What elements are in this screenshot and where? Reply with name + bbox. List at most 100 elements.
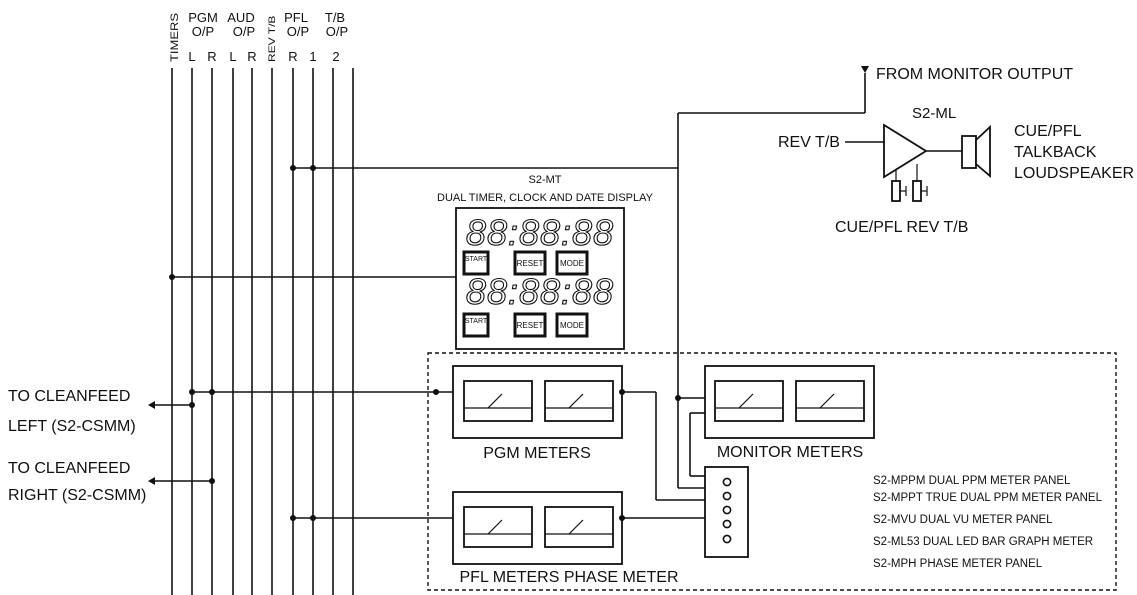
selector-led-2 <box>722 491 732 501</box>
bus-label-pfl-op: O/P <box>287 24 309 39</box>
pfl-meter-1 <box>463 506 533 548</box>
pfl-r-dot <box>290 515 296 521</box>
selector-led-5 <box>722 534 732 544</box>
s2-mt-label: S2-MT <box>529 174 562 186</box>
timer-description: DUAL TIMER, CLOCK AND DATE DISPLAY <box>437 192 654 204</box>
timer-display-2: 88:88:88 <box>466 271 614 312</box>
cleanfeed-right-arrow-icon <box>148 477 155 485</box>
rev-tb-input-label: REV T/B <box>778 134 840 151</box>
pfl-meter-2 <box>544 506 614 548</box>
pgm-out-dot <box>619 389 625 395</box>
controls-label: CUE/PFL REV T/B <box>835 219 968 236</box>
panel-item-mvu: S2-MVU DUAL VU METER PANEL <box>873 514 1053 526</box>
pgm-meter-1-needle <box>487 393 503 409</box>
pfl-1-dot <box>310 515 316 521</box>
pfl-meters-label: PFL METERS PHASE METER <box>460 569 679 586</box>
bus-label-r1: R <box>207 49 216 64</box>
bus-label-pfl: PFL <box>284 10 308 25</box>
start-label-1: START <box>465 256 488 263</box>
panel-list: S2-MPPM DUAL PPM METER PANEL S2-MPPT TRU… <box>873 475 1103 570</box>
timer-junction-dot <box>169 274 175 280</box>
meter-selector <box>704 466 749 558</box>
mode-label-1: MODE <box>560 259 584 268</box>
selector-led-4 <box>722 519 732 529</box>
bus-lines <box>171 68 354 595</box>
monitor-section: FROM MONITOR OUTPUT S2-ML REV T/B CUE/PF… <box>677 66 1134 398</box>
bus-label-aud-op: O/P <box>233 24 255 39</box>
cleanfeed-left-line1: TO CLEANFEED <box>8 388 130 405</box>
monitor-meters: MONITOR METERS <box>675 365 875 489</box>
pgm-meter-2 <box>544 380 614 422</box>
cleanfeed-section: TO CLEANFEED LEFT (S2-CSMM) TO CLEANFEED… <box>8 388 215 504</box>
timer-section: S2-MT DUAL TIMER, CLOCK AND DATE DISPLAY… <box>169 174 654 350</box>
bus-label-n2: 2 <box>332 49 339 64</box>
from-monitor-output-label: FROM MONITOR OUTPUT <box>876 66 1073 83</box>
bus-label-pgm: PGM <box>188 10 218 25</box>
pfl-meter-2-needle <box>568 519 584 535</box>
meter-enclosure <box>427 352 1117 591</box>
bus-label-tb-op: O/P <box>326 24 348 39</box>
amplifier-icon <box>883 123 928 179</box>
rev-tb-pot-icon <box>912 180 922 202</box>
start-label-2: START <box>465 318 488 325</box>
pfl-junction-dot <box>290 165 296 171</box>
panel-item-ml53: S2-ML53 DUAL LED BAR GRAPH METER <box>873 536 1093 548</box>
pgm-meters: PGM METERS <box>189 365 705 501</box>
cleanfeed-left-dot <box>189 402 195 408</box>
pfl-meters: PFL METERS PHASE METER <box>290 491 705 586</box>
reset-label-2: RESET <box>517 321 544 330</box>
monitor-meter-2-needle <box>819 393 835 409</box>
monitor-meter-2 <box>795 380 865 422</box>
pgm-meter-2-needle <box>568 393 584 409</box>
bus-label-l1: L <box>188 49 195 64</box>
cue-pfl-pot-icon <box>891 180 901 202</box>
monitor-meter-1 <box>714 380 784 422</box>
pgm-meters-label: PGM METERS <box>483 445 591 462</box>
bus-label-tb: T/B <box>325 10 345 25</box>
panel-item-mph: S2-MPH PHASE METER PANEL <box>873 558 1043 570</box>
selector-led-1 <box>722 477 732 487</box>
speaker-magnet <box>961 135 977 169</box>
speaker-cone-icon <box>975 124 991 178</box>
reset-button-1[interactable] <box>513 250 547 276</box>
cleanfeed-left-arrow-icon <box>148 401 155 409</box>
start-stop-button-2[interactable] <box>462 312 490 338</box>
pfl-out-dot <box>619 515 625 521</box>
cleanfeed-right-dot <box>209 478 215 484</box>
reset-button-2[interactable] <box>513 312 547 338</box>
start-stop-button-1[interactable] <box>462 250 490 276</box>
panel-item-mppt: S2-MPPT TRUE DUAL PPM METER PANEL <box>873 492 1103 504</box>
speaker-label-line2: TALKBACK <box>1014 144 1097 161</box>
bus-label-r2: R <box>247 49 256 64</box>
mode-button-1[interactable] <box>555 250 589 276</box>
bus-label-pgm-op: O/P <box>192 24 214 39</box>
mode-label-2: MODE <box>560 321 584 330</box>
pgm-r-dot <box>209 389 215 395</box>
bus-label-aud: AUD <box>227 10 254 25</box>
speaker-label-line1: CUE/PFL <box>1014 123 1082 140</box>
speaker-label-line3: LOUDSPEAKER <box>1014 165 1134 182</box>
bus-label-l2: L <box>229 49 236 64</box>
pgm-l-dot <box>189 389 195 395</box>
cleanfeed-left-line2: LEFT (S2-CSMM) <box>8 418 136 435</box>
reset-label-1: RESET <box>517 259 544 268</box>
bus-label-timers: TIMERS <box>168 13 181 62</box>
pgm-in-dot <box>433 389 439 395</box>
from-output-arrow-icon <box>861 66 869 73</box>
selector-led-3 <box>722 505 732 515</box>
timer-display-1: 88:88:88 <box>466 212 614 253</box>
bus-label-rev-tb: REV T/B <box>267 16 278 62</box>
pfl-meter-1-needle <box>487 519 503 535</box>
bus-label-n1: 1 <box>309 49 316 64</box>
monitor-meters-label: MONITOR METERS <box>717 444 863 461</box>
panel-item-mppm: S2-MPPM DUAL PPM METER PANEL <box>873 475 1071 487</box>
mode-button-2[interactable] <box>555 312 589 338</box>
monitor-meter-1-needle <box>738 393 754 409</box>
tb-junction-dot <box>310 165 316 171</box>
pgm-meter-1 <box>463 380 533 422</box>
s2-ml-label: S2-ML <box>912 105 956 122</box>
bus-label-r3: R <box>288 49 297 64</box>
cleanfeed-right-line2: RIGHT (S2-CSMM) <box>8 487 146 504</box>
bus-header: TIMERS PGM O/P L R AUD O/P L R REV T/B P… <box>168 10 348 64</box>
